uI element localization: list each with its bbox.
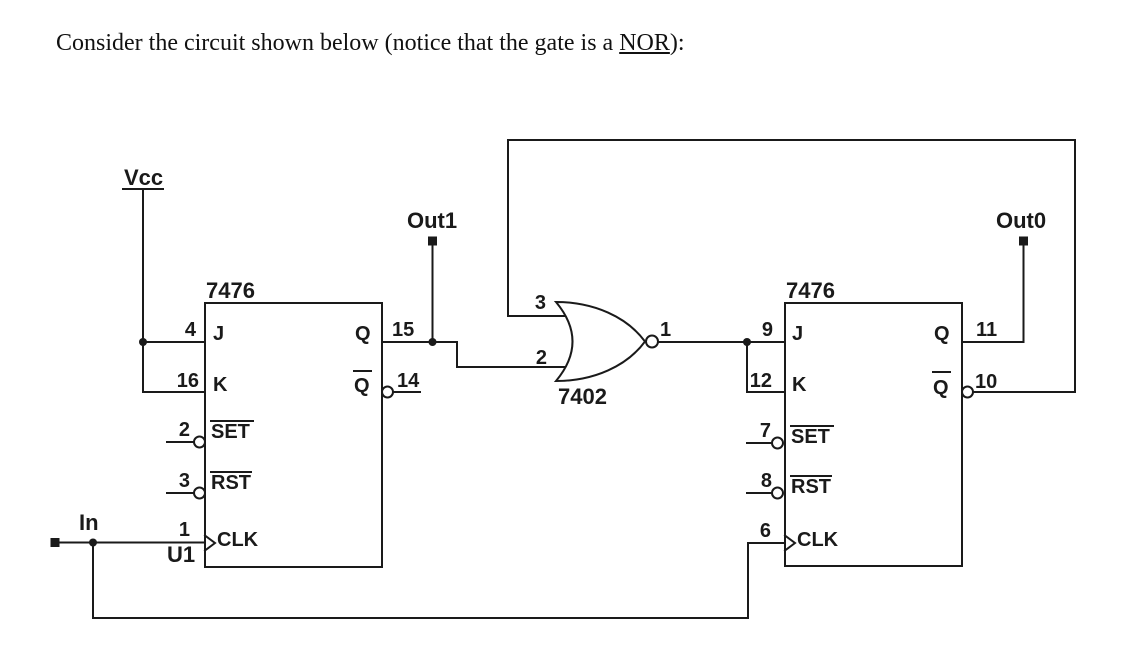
right-ff-j-label: J — [792, 323, 803, 345]
left-ff-pin3-number: 3 — [179, 470, 190, 492]
left-ff-pin16-number: 16 — [177, 370, 199, 392]
right-ff-k-label: K — [792, 374, 807, 396]
gate-pin1-number: 1 — [660, 319, 671, 341]
left-ff-ref-label: U1 — [167, 542, 195, 567]
vcc-to-k-wire — [142, 188, 206, 393]
left-ff-j-label: J — [213, 323, 224, 345]
left-ff-clock-wedge-icon — [203, 534, 217, 552]
junction-dot-out1 — [428, 338, 437, 346]
right-ff-pin6-number: 6 — [760, 520, 771, 542]
question-text: Consider the circuit shown below (notice… — [56, 30, 685, 57]
left-ff-q-label: Q — [355, 323, 371, 345]
left-ff-pin1-number: 1 — [179, 519, 190, 541]
right-ff-body — [784, 302, 963, 567]
in-terminal — [50, 538, 60, 547]
right-ff-pin8-number: 8 — [761, 470, 772, 492]
left-ff-part-label: 7476 — [206, 278, 255, 303]
left-ff-rst-bubble-icon — [193, 486, 206, 500]
left-ff-set-bubble-icon — [193, 435, 206, 449]
left-ff-body — [204, 302, 383, 568]
left-ff-rst-label: RST — [211, 472, 251, 494]
right-ff-rst-bubble-icon — [771, 486, 784, 500]
question-text-prefix: Consider the circuit shown below (notice… — [56, 30, 620, 56]
question-text-suffix: ): — [669, 30, 685, 56]
left-ff-pin4-number: 4 — [185, 319, 197, 341]
right-ff-qbar-label: Q — [933, 377, 949, 399]
out0-terminal — [1019, 236, 1028, 246]
left-ff-qbar-bubble-icon — [381, 385, 394, 399]
right-ff-part-label: 7476 — [786, 278, 835, 303]
gate-part-label: 7402 — [558, 384, 607, 409]
left-ff-set-label: SET — [211, 421, 250, 443]
left-ff-pin2-number: 2 — [179, 419, 190, 441]
right-ff-set-label: SET — [791, 426, 830, 448]
junction-dot-vcc — [139, 338, 147, 346]
vcc-label: Vcc — [124, 165, 163, 190]
right-ff-pin9-number: 9 — [762, 319, 773, 341]
in-label: In — [79, 510, 99, 535]
left-ff-qbar-label: Q — [354, 375, 370, 397]
right-ff-pin7-number: 7 — [760, 420, 771, 442]
right-ff-rst-label: RST — [791, 476, 831, 498]
left-ff-clk-label: CLK — [217, 529, 259, 551]
right-ff-q-label: Q — [934, 323, 950, 345]
question-text-nor: NOR — [619, 30, 670, 56]
out1-label: Out1 — [407, 208, 457, 233]
right-ff-pin10-number: 10 — [975, 371, 997, 393]
nor-output-bubble-icon — [645, 334, 659, 349]
gate-pin2-number: 2 — [536, 347, 547, 369]
q0-to-out0-wire — [961, 244, 1025, 343]
right-ff-pin11-number: 11 — [976, 319, 997, 341]
nor-to-k2-wire — [746, 341, 786, 393]
feedback-top-wire — [507, 139, 1076, 393]
gate-pin3-number: 3 — [535, 292, 546, 314]
nor-gate-body — [553, 300, 647, 383]
left-ff-pin15-number: 15 — [392, 319, 414, 341]
left-ff-pin14-number: 14 — [397, 370, 420, 392]
right-ff-qbar-bubble-icon — [961, 385, 974, 399]
right-ff-pin12-number: 12 — [750, 370, 772, 392]
out0-label: Out0 — [996, 208, 1046, 233]
clock-bus-bottom-wire — [92, 541, 786, 619]
q1-to-nor-wire — [381, 341, 567, 368]
right-ff-clock-wedge-icon — [783, 534, 797, 552]
left-ff-k-label: K — [213, 374, 228, 396]
out1-terminal — [428, 236, 437, 246]
right-ff-set-bubble-icon — [771, 436, 784, 450]
right-ff-clk-label: CLK — [797, 529, 839, 551]
